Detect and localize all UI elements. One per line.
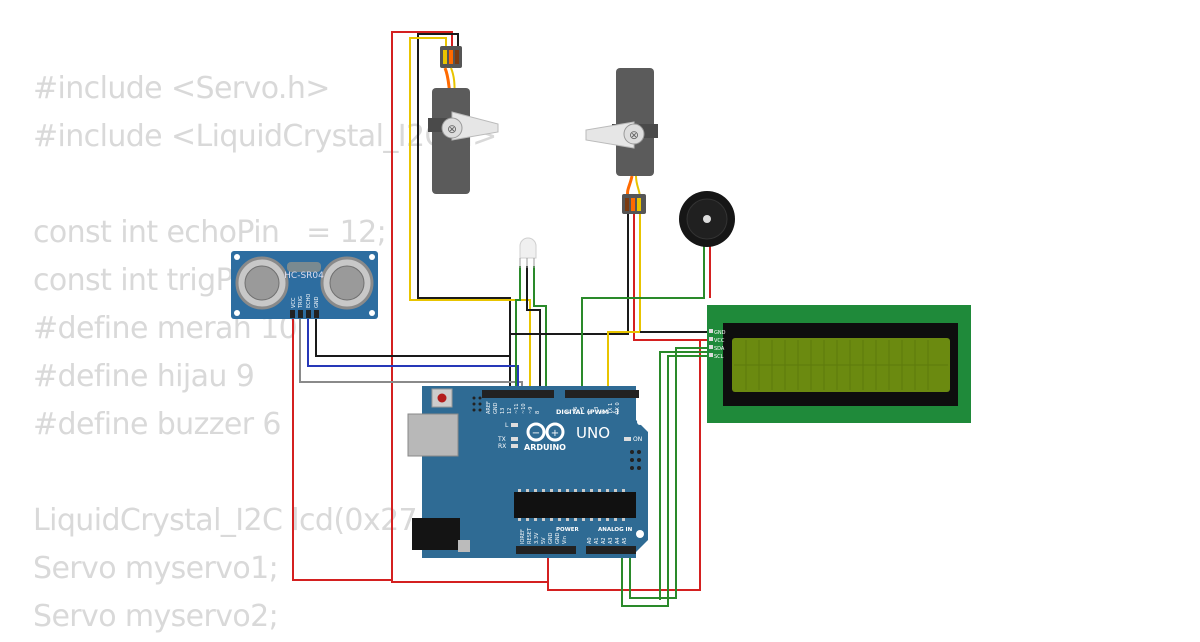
- lcd-pin-label: GND: [714, 330, 726, 336]
- pin-label: TX 1: [608, 403, 614, 415]
- pin-label: ~9: [528, 407, 534, 414]
- arduino-logo-icon: [526, 422, 565, 442]
- pin-label: A4: [615, 537, 621, 544]
- svg-text:⊗: ⊗: [447, 122, 457, 136]
- ultrasonic-pin-label: TRIG: [298, 296, 304, 309]
- pin-label: ~10: [521, 403, 527, 414]
- led-rx-label: RX: [498, 443, 506, 450]
- code-line: const int trigPin: [33, 263, 259, 298]
- pin-label: 5V: [541, 537, 547, 544]
- board-model-label: UNO: [576, 424, 610, 442]
- wire-gray-ultrasonic-trig: [299, 318, 523, 390]
- rgb-led[interactable]: [519, 237, 537, 268]
- wire-red-servo2: [633, 214, 720, 341]
- pin-label: 7: [566, 411, 572, 414]
- ultrasonic-pin-label: GND: [314, 296, 320, 308]
- pin-label: ~11: [514, 403, 520, 414]
- code-line: Servo myservo1;: [33, 551, 279, 586]
- code-line: Servo myservo2;: [33, 599, 279, 634]
- wire-green-led-2: [533, 266, 547, 390]
- code-line: const int echoPin = 12;: [33, 215, 387, 250]
- lcd-pin-label: SCL: [714, 354, 724, 360]
- digital-header-label: DIGITAL (PWM ~): [556, 408, 619, 416]
- pin-label: A0: [587, 537, 593, 544]
- pin-label: 3.3V: [534, 532, 540, 544]
- ultrasonic-pin-label: ECHO: [306, 294, 312, 308]
- wire-yellow-servo2: [607, 214, 641, 390]
- pin-label: A3: [608, 537, 614, 544]
- wire-black-led: [526, 266, 541, 390]
- pin-label: 8: [535, 411, 541, 414]
- pin-label: RESET: [527, 527, 533, 544]
- pin-label: GND: [493, 402, 499, 414]
- ultrasonic-pin-label: VCC: [291, 297, 297, 308]
- pin-label: AREF: [486, 401, 492, 414]
- ultrasonic-sensor[interactable]: HC-SR04 VCC TRIG ECHO GND: [231, 251, 378, 319]
- lcd-pin-label: SDA: [714, 346, 725, 352]
- pin-label: 12: [507, 408, 513, 414]
- wire-black-ultrasonic-gnd: [315, 318, 510, 357]
- wire-green-lcd-sda: [629, 347, 720, 599]
- wire-green-buzzer: [581, 246, 705, 390]
- wires: [292, 31, 720, 607]
- pin-label: Vin: [562, 536, 568, 544]
- code-line: #define buzzer 6: [33, 407, 282, 442]
- wire-black-servo1: [417, 33, 511, 390]
- wire-red-lcd-vcc: [547, 339, 720, 591]
- pin-label: GND: [548, 532, 554, 544]
- pin-label: 4: [587, 411, 593, 414]
- pin-label: 13: [500, 408, 506, 414]
- piezo-buzzer[interactable]: [679, 191, 735, 247]
- wire-black-servo2: [510, 214, 629, 335]
- pin-label: 2: [601, 411, 607, 414]
- code-line: #include <Servo.h>: [33, 71, 330, 106]
- code-line: #define hijau 9: [33, 359, 255, 394]
- wire-green-led-1: [515, 266, 521, 340]
- board-brand-label: ARDUINO: [524, 443, 566, 452]
- wire-yellow-servo1: [409, 37, 531, 390]
- wire-green-lcd-extra: [659, 351, 720, 600]
- svg-text:−: −: [532, 428, 540, 439]
- pin-label: A5: [622, 537, 628, 544]
- pin-label: A1: [594, 537, 600, 544]
- svg-text:+: +: [551, 428, 559, 439]
- pin-label: IOREF: [520, 529, 526, 544]
- pin-label: ~5: [580, 407, 586, 414]
- pin-label: A2: [601, 537, 607, 544]
- servo-motor-1[interactable]: ⊗: [428, 46, 499, 194]
- lcd-pin-label: VCC: [714, 338, 725, 344]
- wire-green-lcd-scl: [621, 355, 720, 607]
- pin-label: GND: [555, 532, 561, 544]
- led-on-label: ON: [633, 436, 642, 443]
- wire-red-ultrasonic-vcc: [292, 318, 392, 581]
- lcd-display[interactable]: GND VCC SDA SCL: [707, 305, 971, 423]
- pin-label: ~3: [594, 407, 600, 414]
- svg-text:⊗: ⊗: [629, 128, 639, 142]
- led-tx-label: TX: [497, 436, 506, 443]
- pin-label: RX 0: [615, 402, 621, 414]
- wire-blue-ultrasonic-echo: [307, 318, 519, 390]
- servo-motor-2[interactable]: ⊗: [585, 68, 658, 214]
- pin-label: ~6: [573, 407, 579, 414]
- ultrasonic-model-label: HC-SR04: [284, 271, 324, 281]
- arduino-uno-board[interactable]: AREF GND 13 12 ~11 ~10 ~9 8 7 ~6 ~5 4 ~3…: [407, 386, 648, 558]
- code-line: LiquidCrystal_I2C lcd(0x27: [33, 503, 418, 538]
- led-l-label: L: [505, 422, 509, 429]
- power-header-label: POWER: [556, 527, 580, 533]
- analog-header-label: ANALOG IN: [598, 527, 633, 533]
